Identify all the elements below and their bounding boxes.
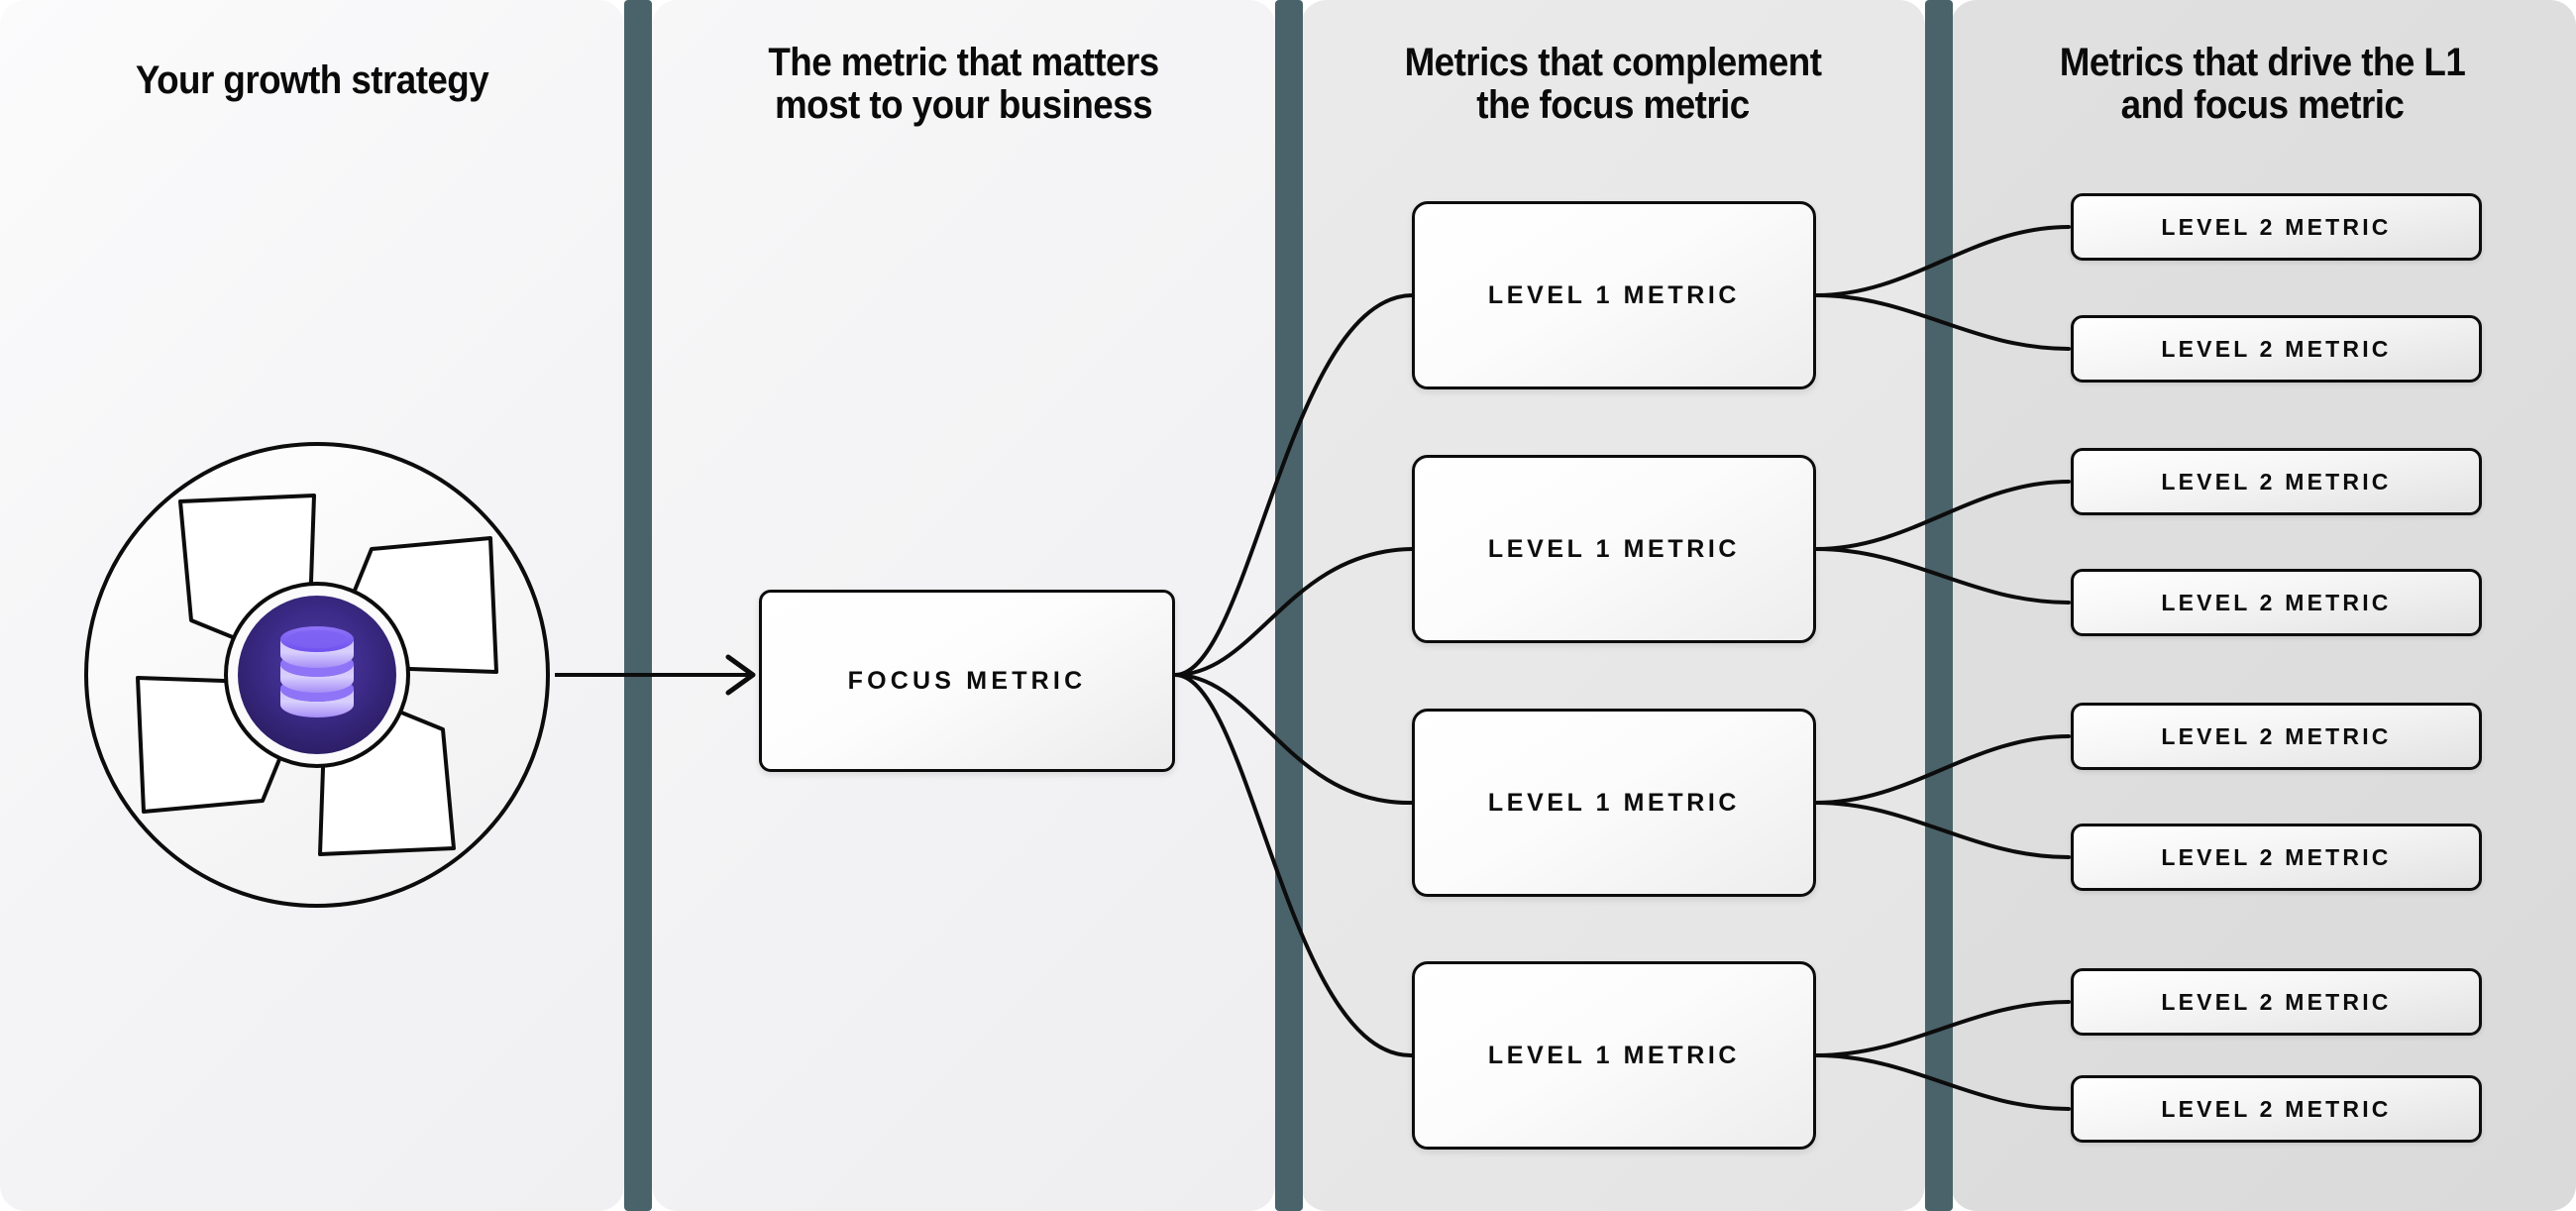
node-level2-metric-4-1[interactable]: LEVEL 2 METRIC (2071, 968, 2482, 1036)
aperture-database-icon (84, 442, 550, 908)
node-level2-metric-2-2[interactable]: LEVEL 2 METRIC (2071, 569, 2482, 636)
column-separator-1 (624, 0, 652, 1211)
node-level2-metric-3-2-label: LEVEL 2 METRIC (2161, 843, 2392, 870)
database-icon-shape (280, 626, 354, 717)
node-level1-metric-2[interactable]: LEVEL 1 METRIC (1412, 455, 1816, 643)
node-level1-metric-1[interactable]: LEVEL 1 METRIC (1412, 201, 1816, 389)
node-level2-metric-3-2[interactable]: LEVEL 2 METRIC (2071, 824, 2482, 891)
node-level2-metric-3-1[interactable]: LEVEL 2 METRIC (2071, 703, 2482, 770)
node-level1-metric-3-label: LEVEL 1 METRIC (1487, 788, 1741, 817)
column-title-growth-strategy: Your growth strategy (135, 58, 489, 102)
node-level2-metric-2-1[interactable]: LEVEL 2 METRIC (2071, 448, 2482, 515)
node-level2-metric-1-2-label: LEVEL 2 METRIC (2161, 335, 2392, 362)
column-separator-3 (1925, 0, 1953, 1211)
node-level2-metric-1-1-label: LEVEL 2 METRIC (2161, 213, 2392, 240)
node-focus-metric-label: FOCUS METRIC (847, 666, 1087, 695)
column-separator-2 (1275, 0, 1303, 1211)
node-focus-metric[interactable]: FOCUS METRIC (759, 590, 1175, 772)
node-level2-metric-4-2[interactable]: LEVEL 2 METRIC (2071, 1075, 2482, 1143)
node-level2-metric-2-2-label: LEVEL 2 METRIC (2161, 589, 2392, 615)
node-level2-metric-1-2[interactable]: LEVEL 2 METRIC (2071, 315, 2482, 383)
node-level1-metric-1-label: LEVEL 1 METRIC (1487, 280, 1741, 309)
node-level1-metric-3[interactable]: LEVEL 1 METRIC (1412, 709, 1816, 897)
node-level2-metric-2-1-label: LEVEL 2 METRIC (2161, 468, 2392, 495)
node-level2-metric-3-1-label: LEVEL 2 METRIC (2161, 722, 2392, 749)
node-level1-metric-2-label: LEVEL 1 METRIC (1487, 534, 1741, 563)
node-level2-metric-4-2-label: LEVEL 2 METRIC (2161, 1095, 2392, 1122)
node-level2-metric-1-1[interactable]: LEVEL 2 METRIC (2071, 193, 2482, 261)
node-level1-metric-4[interactable]: LEVEL 1 METRIC (1412, 961, 1816, 1150)
node-level2-metric-4-1-label: LEVEL 2 METRIC (2161, 988, 2392, 1015)
node-level1-metric-4-label: LEVEL 1 METRIC (1487, 1041, 1741, 1069)
